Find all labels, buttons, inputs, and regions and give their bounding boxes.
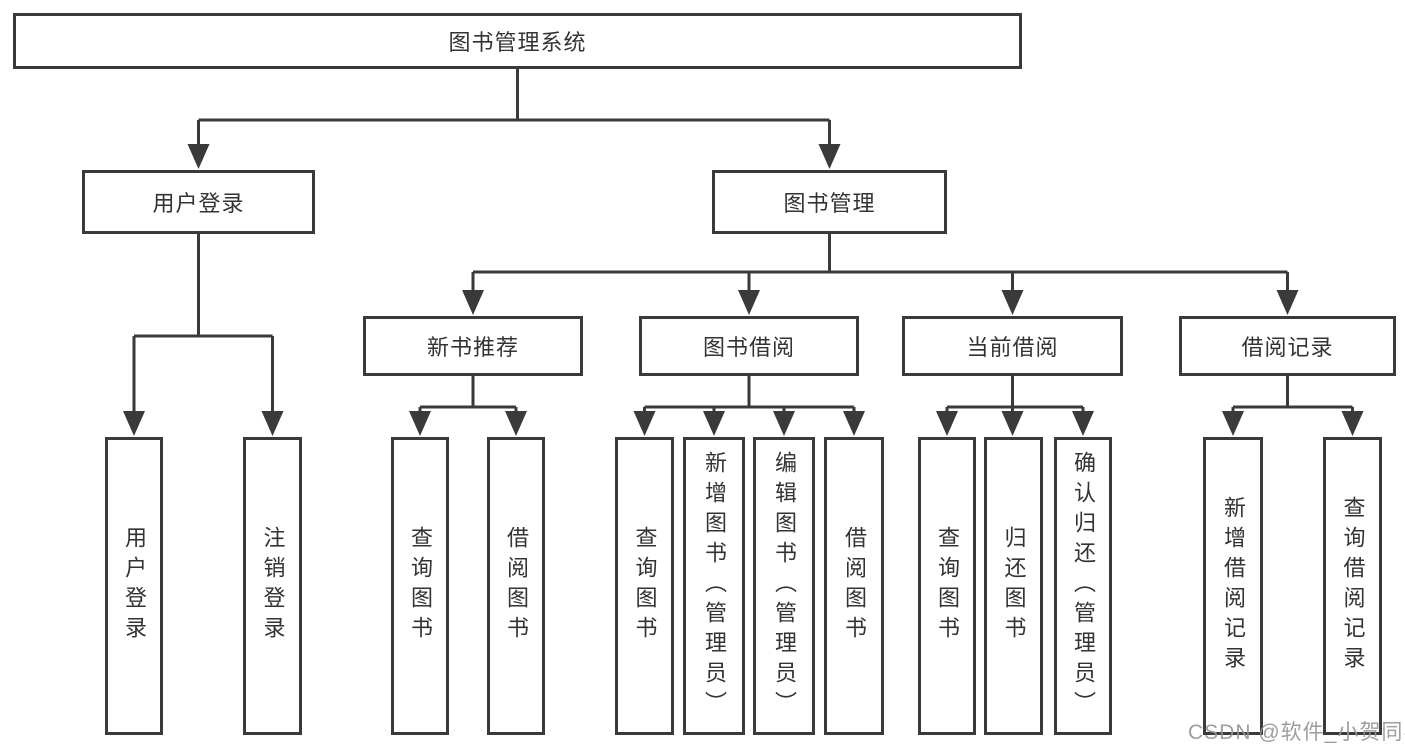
arrow-down-icon xyxy=(261,411,284,436)
arrow-down-icon xyxy=(187,144,210,169)
node-borrowing-records-label: 借阅记录 xyxy=(1241,335,1334,360)
leaf-confirm-return-admin-label: 确认归还（管理员） xyxy=(1071,451,1096,721)
leaf-query-books-2: 查询图书 xyxy=(615,437,674,735)
arrow-down-icon xyxy=(1276,290,1299,315)
node-user-login: 用户登录 xyxy=(82,170,315,234)
arrow-down-icon xyxy=(936,411,958,436)
leaf-add-borrow-record: 新增借阅记录 xyxy=(1203,437,1263,735)
arrow-down-icon xyxy=(1001,290,1024,315)
arrow-down-icon xyxy=(1072,411,1094,436)
leaf-user-login-label: 用户登录 xyxy=(122,526,147,646)
arrowheads xyxy=(123,144,1364,436)
leaf-borrow-books-2: 借阅图书 xyxy=(824,437,884,735)
arrow-down-icon xyxy=(633,411,656,436)
node-borrowing-records: 借阅记录 xyxy=(1179,316,1396,376)
leaf-return-book: 归还图书 xyxy=(984,437,1043,735)
leaf-edit-book-admin: 编辑图书（管理员） xyxy=(753,437,815,735)
arrow-down-icon xyxy=(1341,411,1364,436)
connector-user-login-branch xyxy=(132,234,274,416)
leaf-edit-book-admin-label: 编辑图书（管理员） xyxy=(772,451,797,721)
leaf-borrow-books-2-label: 借阅图书 xyxy=(842,526,867,646)
leaf-add-book-admin: 新增图书（管理员） xyxy=(683,437,745,735)
node-current-borrowing: 当前借阅 xyxy=(902,316,1123,376)
arrow-down-icon xyxy=(703,411,725,436)
connector-current-borrow-branch xyxy=(945,376,1085,416)
connector-book-management-branch xyxy=(471,234,1289,294)
arrow-down-icon xyxy=(1001,411,1024,436)
node-book-management-label: 图书管理 xyxy=(783,191,876,216)
arrow-down-icon xyxy=(773,411,795,436)
leaf-query-books-2-label: 查询图书 xyxy=(632,526,658,646)
node-book-borrowing-label: 图书借阅 xyxy=(702,335,795,360)
arrow-down-icon xyxy=(818,144,841,169)
leaf-query-borrow-record-label: 查询借阅记录 xyxy=(1340,496,1366,676)
arrow-down-icon xyxy=(843,411,865,436)
node-new-book-recommend-label: 新书推荐 xyxy=(426,335,519,360)
arrow-down-icon xyxy=(409,411,431,436)
leaf-logout-label: 注销登录 xyxy=(260,526,286,646)
arrow-down-icon xyxy=(123,411,145,436)
node-root-label: 图书管理系统 xyxy=(448,30,587,55)
node-book-borrowing: 图书借阅 xyxy=(639,316,859,376)
leaf-query-books-1: 查询图书 xyxy=(391,437,449,735)
connector-root-to-level2 xyxy=(197,69,831,146)
leaf-borrow-books-1: 借阅图书 xyxy=(487,437,545,735)
leaf-add-book-admin-label: 新增图书（管理员） xyxy=(702,451,727,721)
node-root: 图书管理系统 xyxy=(13,13,1022,69)
connector-paths xyxy=(132,69,1354,416)
leaf-user-login: 用户登录 xyxy=(105,437,163,735)
node-current-borrowing-label: 当前借阅 xyxy=(966,335,1059,360)
node-new-book-recommend: 新书推荐 xyxy=(363,316,583,376)
connector-book-borrow-branch xyxy=(643,376,856,416)
arrow-down-icon xyxy=(1222,411,1244,436)
csdn-watermark: CSDN @软件_小贺同学 xyxy=(1188,721,1405,744)
leaf-query-books-3-label: 查询图书 xyxy=(935,526,960,646)
leaf-confirm-return-admin: 确认归还（管理员） xyxy=(1054,437,1112,735)
leaf-logout: 注销登录 xyxy=(243,437,302,735)
leaf-return-book-label: 归还图书 xyxy=(1001,526,1027,646)
leaf-borrow-books-1-label: 借阅图书 xyxy=(504,526,529,646)
connector-new-book-branch xyxy=(418,376,518,416)
node-user-login-label: 用户登录 xyxy=(152,191,245,216)
connector-borrow-records-branch xyxy=(1231,376,1354,416)
node-book-management: 图书管理 xyxy=(712,170,947,234)
leaf-add-borrow-record-label: 新增借阅记录 xyxy=(1221,496,1246,676)
leaf-query-books-3: 查询图书 xyxy=(918,437,976,735)
arrow-down-icon xyxy=(462,290,484,315)
arrow-down-icon xyxy=(738,290,760,315)
leaf-query-borrow-record: 查询借阅记录 xyxy=(1323,437,1382,735)
leaf-query-books-1-label: 查询图书 xyxy=(408,526,433,646)
arrow-down-icon xyxy=(505,411,527,436)
